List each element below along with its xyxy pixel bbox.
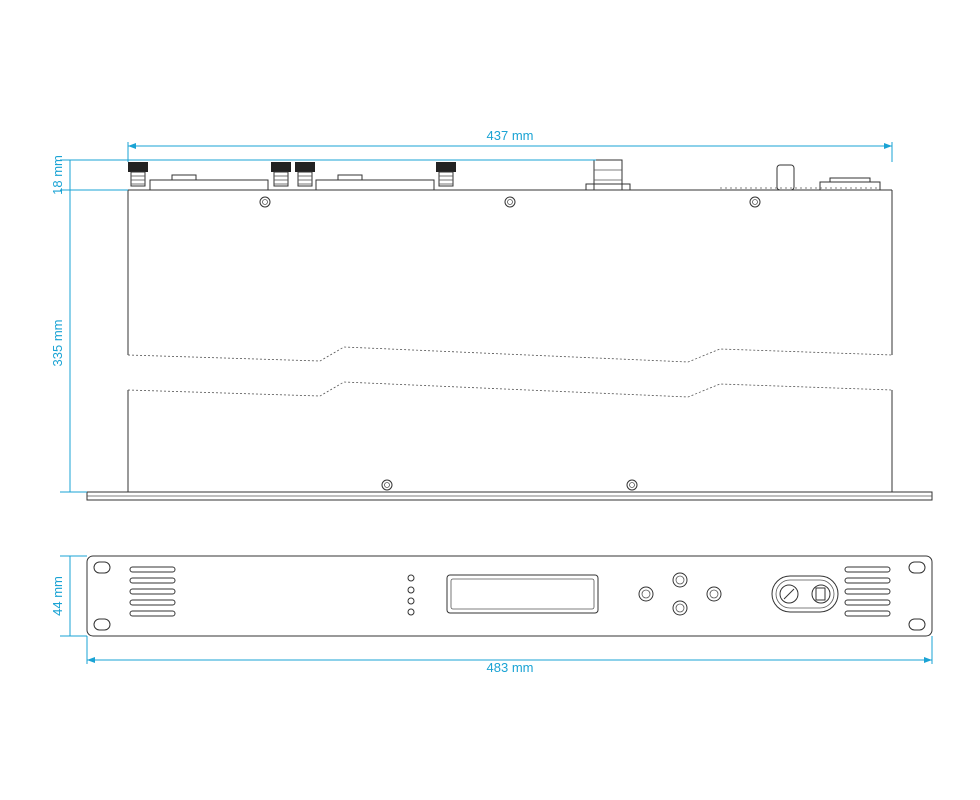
dimension-width-top: 437 mm <box>127 128 893 162</box>
dimension-width-front: 483 mm <box>86 636 933 675</box>
right-key-icon <box>706 586 722 602</box>
thumbscrew <box>295 162 315 187</box>
width-top-label: 437 mm <box>487 128 534 143</box>
dimension-connector-height: 18 mm <box>50 155 596 195</box>
led-icon <box>407 597 415 605</box>
led-icon <box>407 608 415 616</box>
up-key-icon <box>672 572 688 588</box>
dimension-depth: 335 mm <box>50 190 87 493</box>
rack-hole <box>908 561 926 574</box>
rear-connectors <box>128 159 881 191</box>
width-front-label: 483 mm <box>487 660 534 675</box>
power-inlet <box>585 159 631 191</box>
down-key-icon <box>672 600 688 616</box>
led-icon <box>407 574 415 582</box>
vent-right <box>844 566 891 617</box>
connector-body <box>315 174 435 191</box>
front-view: 44 mm 483 mm <box>50 555 933 675</box>
dimension-height-front: 44 mm <box>50 555 87 637</box>
chassis-top <box>86 189 933 501</box>
screw <box>749 196 761 208</box>
connector-height-label: 18 mm <box>50 155 65 195</box>
screw <box>626 479 638 491</box>
lcd-display <box>446 574 599 614</box>
thumbscrew <box>128 162 148 187</box>
rack-hole <box>908 618 926 631</box>
keypad <box>638 572 722 616</box>
screw <box>504 196 516 208</box>
thumbscrew <box>436 162 456 187</box>
vent-left <box>129 566 176 617</box>
led-icon <box>407 586 415 594</box>
screw <box>381 479 393 491</box>
rack-hole <box>93 618 111 631</box>
screw <box>259 196 271 208</box>
thumbscrew <box>271 162 291 187</box>
front-panel <box>86 555 933 637</box>
rack-hole <box>93 561 111 574</box>
antenna-post <box>776 164 795 191</box>
top-view: 437 mm 18 mm 335 mm <box>50 128 933 501</box>
height-front-label: 44 mm <box>50 576 65 616</box>
status-leds <box>407 574 415 616</box>
depth-label: 335 mm <box>50 320 65 367</box>
left-key-icon <box>638 586 654 602</box>
connector-body <box>149 174 269 191</box>
power-switch <box>771 575 839 613</box>
